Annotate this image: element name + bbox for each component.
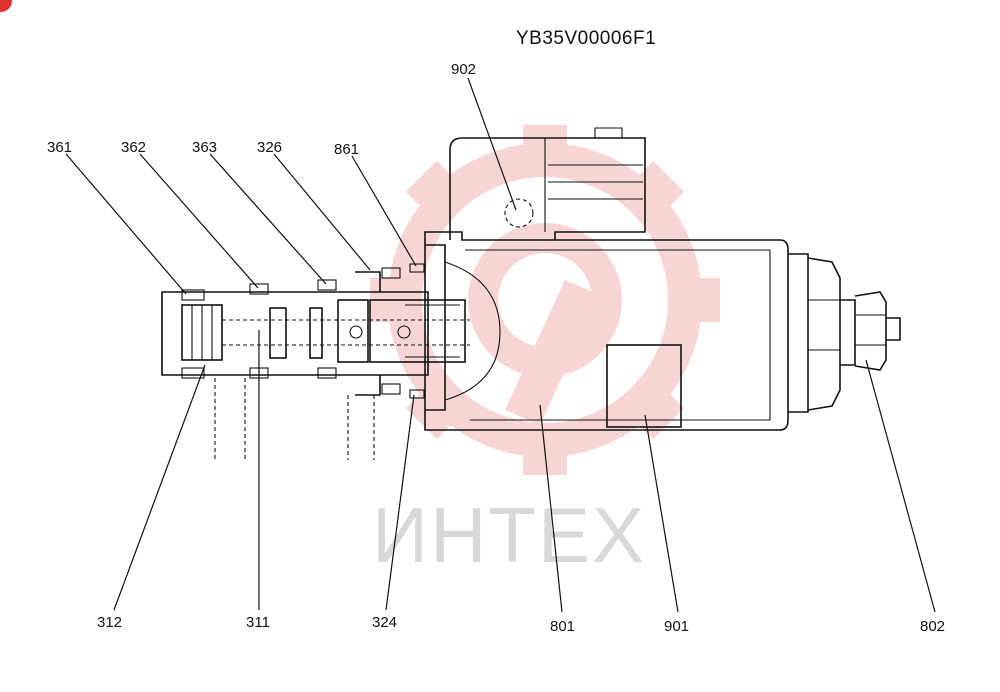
solenoid-body [424, 231, 789, 431]
diagram-title: YB35V00006F1 [516, 28, 656, 49]
label-901: 901 [664, 618, 689, 635]
leader-lines [65, 77, 936, 613]
label-801: 801 [550, 618, 575, 635]
watermark-logo [370, 125, 720, 475]
label-861: 861 [334, 141, 359, 158]
valve-cartridge [161, 263, 470, 460]
label-312: 312 [97, 614, 122, 631]
label-326: 326 [257, 139, 282, 156]
label-324: 324 [372, 614, 397, 631]
label-311: 311 [246, 614, 270, 631]
label-902: 902 [451, 61, 476, 78]
label-802: 802 [920, 618, 945, 635]
connector-housing [449, 127, 646, 240]
end-nut [788, 253, 901, 413]
label-361: 361 [47, 139, 72, 156]
label-363: 363 [192, 139, 217, 156]
watermark-text: ИНТЕХ [372, 491, 646, 579]
label-362: 362 [121, 139, 146, 156]
